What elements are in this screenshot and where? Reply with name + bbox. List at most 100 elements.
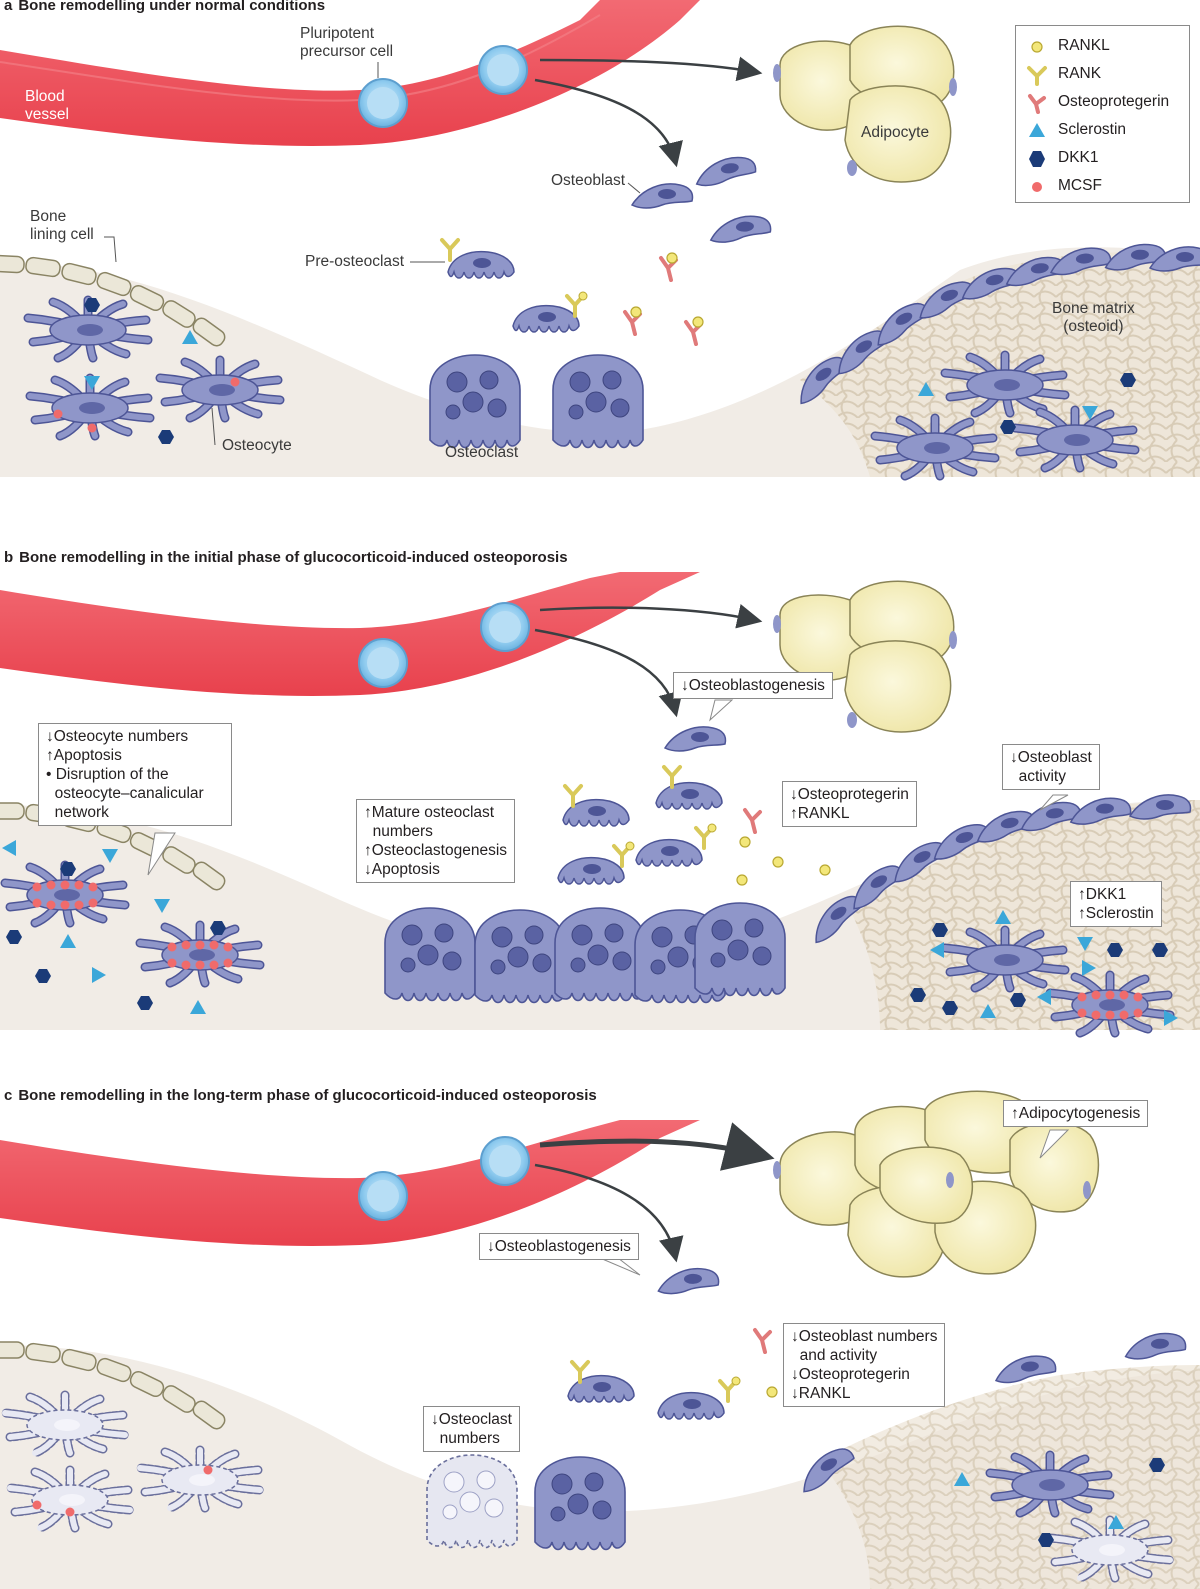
pre-osteoclast-cells	[440, 238, 741, 1420]
dkk1	[1000, 420, 1016, 434]
sclerostin	[1082, 960, 1096, 976]
callout-b-osteoblast-activity: ↓Osteoblast activity	[1002, 744, 1100, 790]
osteocyte	[25, 373, 155, 441]
rankl	[739, 836, 751, 848]
dkk1	[1152, 943, 1168, 957]
panel-b-title: b Bone remodelling in the initial phase o…	[4, 549, 568, 566]
callout-b-osteocyte-line3: • Disruption of the	[46, 766, 169, 783]
label-bone-matrix: Bone matrix (osteoid)	[1052, 300, 1135, 336]
rankl-dot-icon	[1031, 41, 1043, 53]
bone-lining-cells	[0, 254, 226, 1430]
osteoblast	[803, 1448, 855, 1493]
dkk1	[932, 923, 948, 937]
callout-c-osteoblastogenesis-text: ↓Osteoblastogenesis	[487, 1238, 631, 1255]
osteocyte	[870, 413, 1000, 481]
callout-pointers	[147, 699, 1070, 1276]
callout-b-ob-activity-line2: activity	[1010, 768, 1066, 785]
sclerostin-triangle-icon	[1029, 123, 1045, 137]
label-bone-lining-line1: Bone	[30, 208, 67, 225]
osteoclast-cells	[384, 354, 786, 1551]
osteocyte	[1045, 970, 1175, 1038]
sclerostin	[1108, 1515, 1124, 1529]
pre-osteoclast	[635, 823, 717, 867]
dkk1	[910, 988, 926, 1002]
dkk1	[1107, 943, 1123, 957]
callout-b-osteoclast: ↑Mature osteoclast numbers ↑Osteoclastog…	[356, 799, 516, 883]
panel-b-letter: b	[4, 549, 14, 566]
legend-item-mcsf: MCSF	[1024, 174, 1184, 198]
dkk1	[84, 298, 100, 312]
osteoblast	[1148, 246, 1200, 272]
pre-osteoclast	[512, 291, 588, 333]
blood-vessel-a	[0, 0, 700, 146]
dkk1	[1120, 373, 1136, 387]
pre-osteoclast	[567, 1360, 635, 1403]
label-pluripotent: Pluripotent precursor cell	[300, 25, 393, 61]
osteoblast	[994, 1355, 1057, 1384]
callout-c-ob-line1: ↓Osteoblast numbers	[791, 1328, 938, 1345]
osteoclast	[384, 907, 476, 1002]
label-pluripotent-line1: Pluripotent	[300, 25, 375, 42]
sclerostin	[102, 849, 118, 863]
osteoclast	[534, 1456, 626, 1551]
osteoclast	[554, 907, 646, 1002]
callout-b-opg-line2: ↑RANKL	[790, 805, 850, 822]
dkk1	[1038, 1533, 1054, 1547]
label-blood-line2: vessel	[25, 106, 69, 123]
callout-b-osteoclast-line2: numbers	[364, 823, 433, 840]
dkk1	[210, 921, 226, 935]
adipocytes-a	[773, 25, 957, 183]
legend-label-rank: RANK	[1058, 65, 1102, 82]
osteoblast	[630, 183, 694, 209]
blood-vessel-b	[0, 572, 700, 696]
sclerostin	[182, 330, 198, 344]
callout-b-osteoclast-line3: ↑Osteoclastogenesis	[364, 842, 508, 859]
callout-b-dkk-line1: ↑DKK1	[1078, 886, 1127, 903]
sclerostin	[1077, 937, 1093, 951]
blood-vessel-c	[0, 1120, 700, 1246]
sclerostin	[980, 1004, 996, 1018]
pre-osteoclast	[655, 765, 723, 810]
sclerostin	[1082, 406, 1098, 420]
callout-b-ob-activity-line1: ↓Osteoblast	[1010, 749, 1092, 766]
rank-receptor	[612, 841, 635, 868]
panel-b-title-text: Bone remodelling in the initial phase of…	[19, 549, 568, 566]
osteoblast	[919, 281, 977, 319]
legend-label-osteoprotegerin: Osteoprotegerin	[1058, 93, 1170, 110]
callout-c-oc-line2: numbers	[431, 1430, 500, 1447]
sclerostin	[954, 1472, 970, 1486]
osteocyte	[135, 1445, 265, 1513]
rank-receptor	[570, 1360, 590, 1384]
osteoclast	[694, 902, 786, 997]
callout-b-osteocyte-line1: ↓Osteocyte numbers	[46, 728, 189, 745]
dkk1	[60, 862, 76, 876]
callout-b-osteoblastogenesis: ↓Osteoblastogenesis	[673, 672, 833, 699]
rankl	[692, 316, 704, 328]
rankl	[772, 856, 784, 868]
label-bone-matrix-line1: Bone matrix	[1052, 300, 1135, 317]
rankl	[736, 874, 748, 886]
adipocytes-b	[773, 580, 957, 733]
sclerostin	[995, 910, 1011, 924]
osteoprotegerin	[743, 808, 762, 834]
osteoblast	[709, 215, 772, 243]
osteoclast	[429, 354, 521, 449]
label-osteoclast: Osteoclast	[445, 444, 519, 461]
osteoblast	[1069, 797, 1132, 825]
osteoblast	[838, 330, 890, 375]
legend-label-rankl: RANKL	[1058, 37, 1110, 54]
adipocytes-c	[773, 1090, 1100, 1278]
callout-c-oc-line1: ↓Osteoclast	[431, 1411, 512, 1428]
label-blood-line1: Blood	[25, 88, 65, 105]
sclerostin	[2, 840, 16, 856]
legend-item-rank: RANK	[1024, 62, 1184, 86]
callout-b-osteocyte-line5: network	[46, 804, 109, 821]
osteoblast	[853, 865, 905, 910]
osteoblast	[894, 841, 949, 883]
panel-c-letter: c	[4, 1087, 13, 1104]
dkk1	[158, 430, 174, 444]
rank-receptor	[440, 238, 460, 262]
legend-label-dkk1: DKK1	[1058, 149, 1099, 166]
